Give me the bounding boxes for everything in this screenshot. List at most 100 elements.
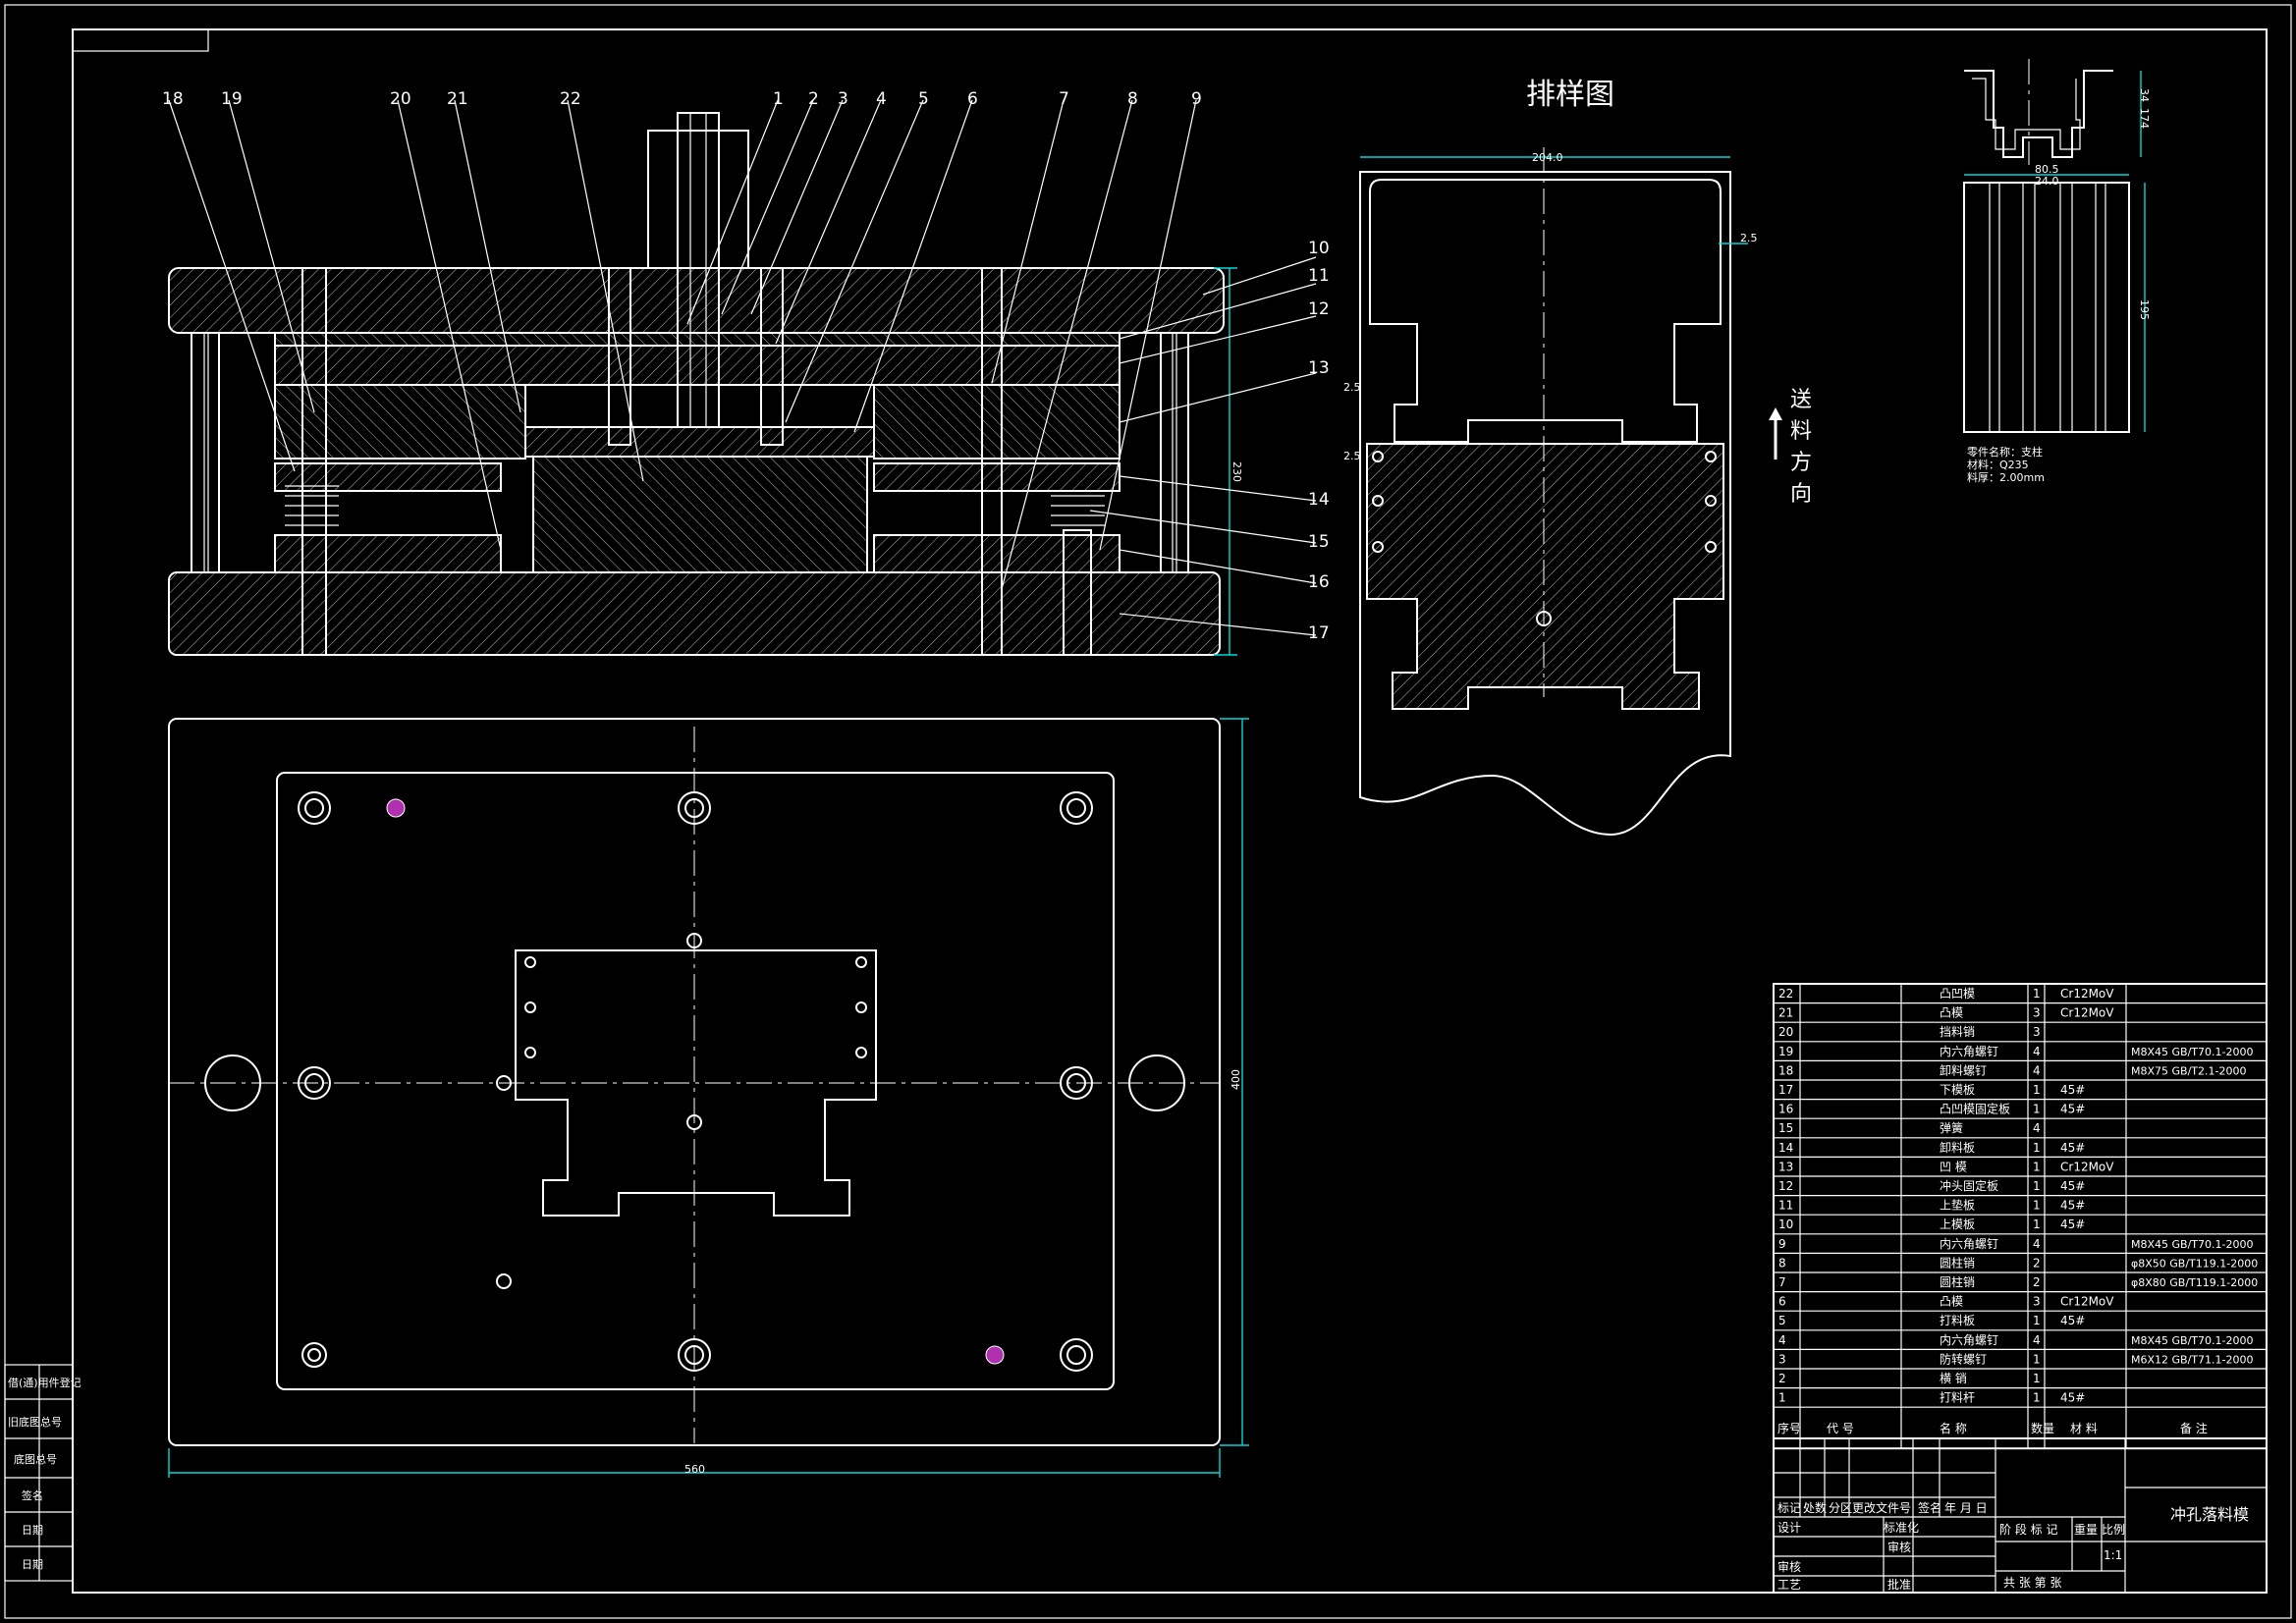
callout-22: 22 bbox=[560, 89, 581, 109]
tb-design: 设计 bbox=[1777, 1521, 1801, 1535]
tb-scale-label: 比例 bbox=[2102, 1523, 2125, 1537]
bom-header-no: 序号 bbox=[1777, 1421, 1801, 1435]
part-dim-top: 34 bbox=[2138, 88, 2151, 102]
callout-1: 1 bbox=[773, 89, 784, 109]
bom-row-no: 22 bbox=[1778, 987, 1793, 1001]
bom-row-name: 上垫板 bbox=[1940, 1198, 1975, 1213]
side-label-5: 日期 bbox=[22, 1558, 43, 1571]
tb-sheets: 共 张 第 张 bbox=[2003, 1576, 2061, 1590]
bom-row-no: 14 bbox=[1778, 1141, 1793, 1155]
callout-10: 10 bbox=[1308, 239, 1330, 258]
layout-dim-edge: 2.5 bbox=[1740, 232, 1758, 244]
bom-row-remark: M8X45 GB/T70.1-2000 bbox=[2131, 1238, 2253, 1251]
bom-row-qty: 1 bbox=[2033, 1160, 2041, 1173]
bom-row-name: 凸模 bbox=[1940, 1295, 1963, 1309]
bom-row-qty: 4 bbox=[2033, 1063, 2041, 1077]
bom-row-no: 17 bbox=[1778, 1083, 1793, 1097]
bom-row-qty: 1 bbox=[2033, 987, 2041, 1001]
bom-row-name: 打料板 bbox=[1940, 1314, 1975, 1327]
bom-row-material: 45# bbox=[2060, 1391, 2085, 1405]
bom-row-name: 打料杆 bbox=[1940, 1391, 1975, 1405]
bom-row-name: 凸凹模固定板 bbox=[1940, 1102, 2010, 1116]
callout-19: 19 bbox=[221, 89, 243, 109]
part-note-2: 料厚：2.00mm bbox=[1967, 470, 2045, 484]
section-dim-height: 230 bbox=[1230, 461, 1243, 482]
callout-8: 8 bbox=[1127, 89, 1138, 109]
bom-row-no: 2 bbox=[1778, 1372, 1786, 1385]
bom-row-remark: M8X45 GB/T70.1-2000 bbox=[2131, 1046, 2253, 1058]
bom-row-name: 卸料螺钉 bbox=[1940, 1062, 1987, 1077]
bom-row-name: 凸模 bbox=[1940, 1006, 1963, 1020]
bom-row-no: 3 bbox=[1778, 1352, 1786, 1366]
plan-dim-width: 560 bbox=[684, 1463, 705, 1476]
layout-dim-b: 2.5 bbox=[1343, 450, 1361, 462]
bom-row-no: 5 bbox=[1778, 1314, 1786, 1327]
plan-dim-height: 400 bbox=[1230, 1069, 1242, 1090]
side-strip: 借(通)用件登记 旧底图总号 底图总号 签名 日期 日期 bbox=[4, 1364, 82, 1582]
bom-row-name: 圆柱销 bbox=[1940, 1255, 1975, 1270]
bom-row-qty: 3 bbox=[2033, 1025, 2041, 1039]
bom-row-remark: M6X12 GB/T71.1-2000 bbox=[2131, 1353, 2253, 1366]
callout-17: 17 bbox=[1308, 623, 1330, 643]
bom-row-name: 横 销 bbox=[1940, 1372, 1967, 1385]
bom-row-material: 45# bbox=[2060, 1314, 2085, 1327]
layout-title: 排样图 bbox=[1526, 78, 1614, 112]
bom-header-qty: 数量 bbox=[2031, 1421, 2054, 1435]
bom-row-material: 45# bbox=[2060, 1103, 2085, 1116]
callout-leaders bbox=[168, 99, 1317, 636]
bom-row-no: 12 bbox=[1778, 1179, 1793, 1193]
bom-row-qty: 2 bbox=[2033, 1275, 2041, 1289]
outer-frame bbox=[4, 4, 2292, 1619]
bom-row-no: 20 bbox=[1778, 1025, 1793, 1039]
bom-row-qty: 1 bbox=[2033, 1217, 2041, 1231]
bom-row-qty: 1 bbox=[2033, 1199, 2041, 1213]
bom-row-no: 10 bbox=[1778, 1217, 1793, 1231]
bom-row-no: 13 bbox=[1778, 1160, 1793, 1173]
callout-15: 15 bbox=[1308, 532, 1330, 552]
bom-row-qty: 4 bbox=[2033, 1333, 2041, 1347]
bom-row-qty: 3 bbox=[2033, 1295, 2041, 1309]
bom-row-material: Cr12MoV bbox=[2060, 987, 2114, 1001]
drawing-title: 冲孔落料模 bbox=[2170, 1505, 2249, 1524]
part-note-0: 零件名称：支柱 bbox=[1967, 445, 2043, 459]
bom-row-qty: 1 bbox=[2033, 1083, 2041, 1097]
bom-row-remark: M8X45 GB/T70.1-2000 bbox=[2131, 1334, 2253, 1347]
bom-row-name: 弹簧 bbox=[1940, 1120, 1963, 1135]
callout-5: 5 bbox=[918, 89, 929, 109]
tb-weight: 重量 bbox=[2074, 1523, 2098, 1537]
bom-row-name: 凹 模 bbox=[1940, 1160, 1967, 1173]
tb-label-3: 更改文件号 bbox=[1852, 1500, 1911, 1515]
feed-label-1: 料 bbox=[1790, 419, 1812, 444]
callout-7: 7 bbox=[1059, 89, 1069, 109]
bom-row-name: 凸凹模 bbox=[1940, 987, 1975, 1001]
bom-row-material: Cr12MoV bbox=[2060, 1295, 2114, 1309]
bom-row-qty: 1 bbox=[2033, 1391, 2041, 1405]
bom-row-no: 7 bbox=[1778, 1275, 1786, 1289]
side-label-2: 底图总号 bbox=[14, 1452, 57, 1466]
tb-check: 审核 bbox=[1777, 1559, 1801, 1574]
bom-row-name: 防转螺钉 bbox=[1940, 1351, 1987, 1366]
bom-header-name: 名 称 bbox=[1940, 1421, 1967, 1435]
bom-row-no: 18 bbox=[1778, 1063, 1793, 1077]
tb-label-2: 分区 bbox=[1829, 1501, 1852, 1515]
bom-row-qty: 1 bbox=[2033, 1103, 2041, 1116]
bom-row-no: 21 bbox=[1778, 1006, 1793, 1020]
tb-label-0: 标记 bbox=[1777, 1501, 1801, 1515]
callout-2: 2 bbox=[808, 89, 819, 109]
tb-label-5: 年 月 日 bbox=[1944, 1501, 1988, 1515]
title-block: 标记 处数 分区 更改文件号 签名 年 月 日 设计 标准化 审核 工艺 批准 … bbox=[1773, 1437, 2268, 1594]
bom-row-no: 19 bbox=[1778, 1045, 1793, 1058]
tb-approve: 批准 bbox=[1887, 1577, 1911, 1592]
bom-row-name: 卸料板 bbox=[1940, 1140, 1975, 1155]
bom-row-remark: φ8X50 GB/T119.1-2000 bbox=[2131, 1257, 2258, 1270]
callout-21: 21 bbox=[447, 89, 468, 109]
part-dim-w1: 80.5 bbox=[2035, 163, 2059, 176]
bom-row-no: 1 bbox=[1778, 1391, 1786, 1405]
bom-row-qty: 1 bbox=[2033, 1314, 2041, 1327]
bom-row-material: Cr12MoV bbox=[2060, 1006, 2114, 1020]
bom-row-name: 内六角螺钉 bbox=[1940, 1045, 1998, 1058]
callout-6: 6 bbox=[967, 89, 978, 109]
bom-row-no: 9 bbox=[1778, 1237, 1786, 1251]
bom-row-no: 6 bbox=[1778, 1295, 1786, 1309]
